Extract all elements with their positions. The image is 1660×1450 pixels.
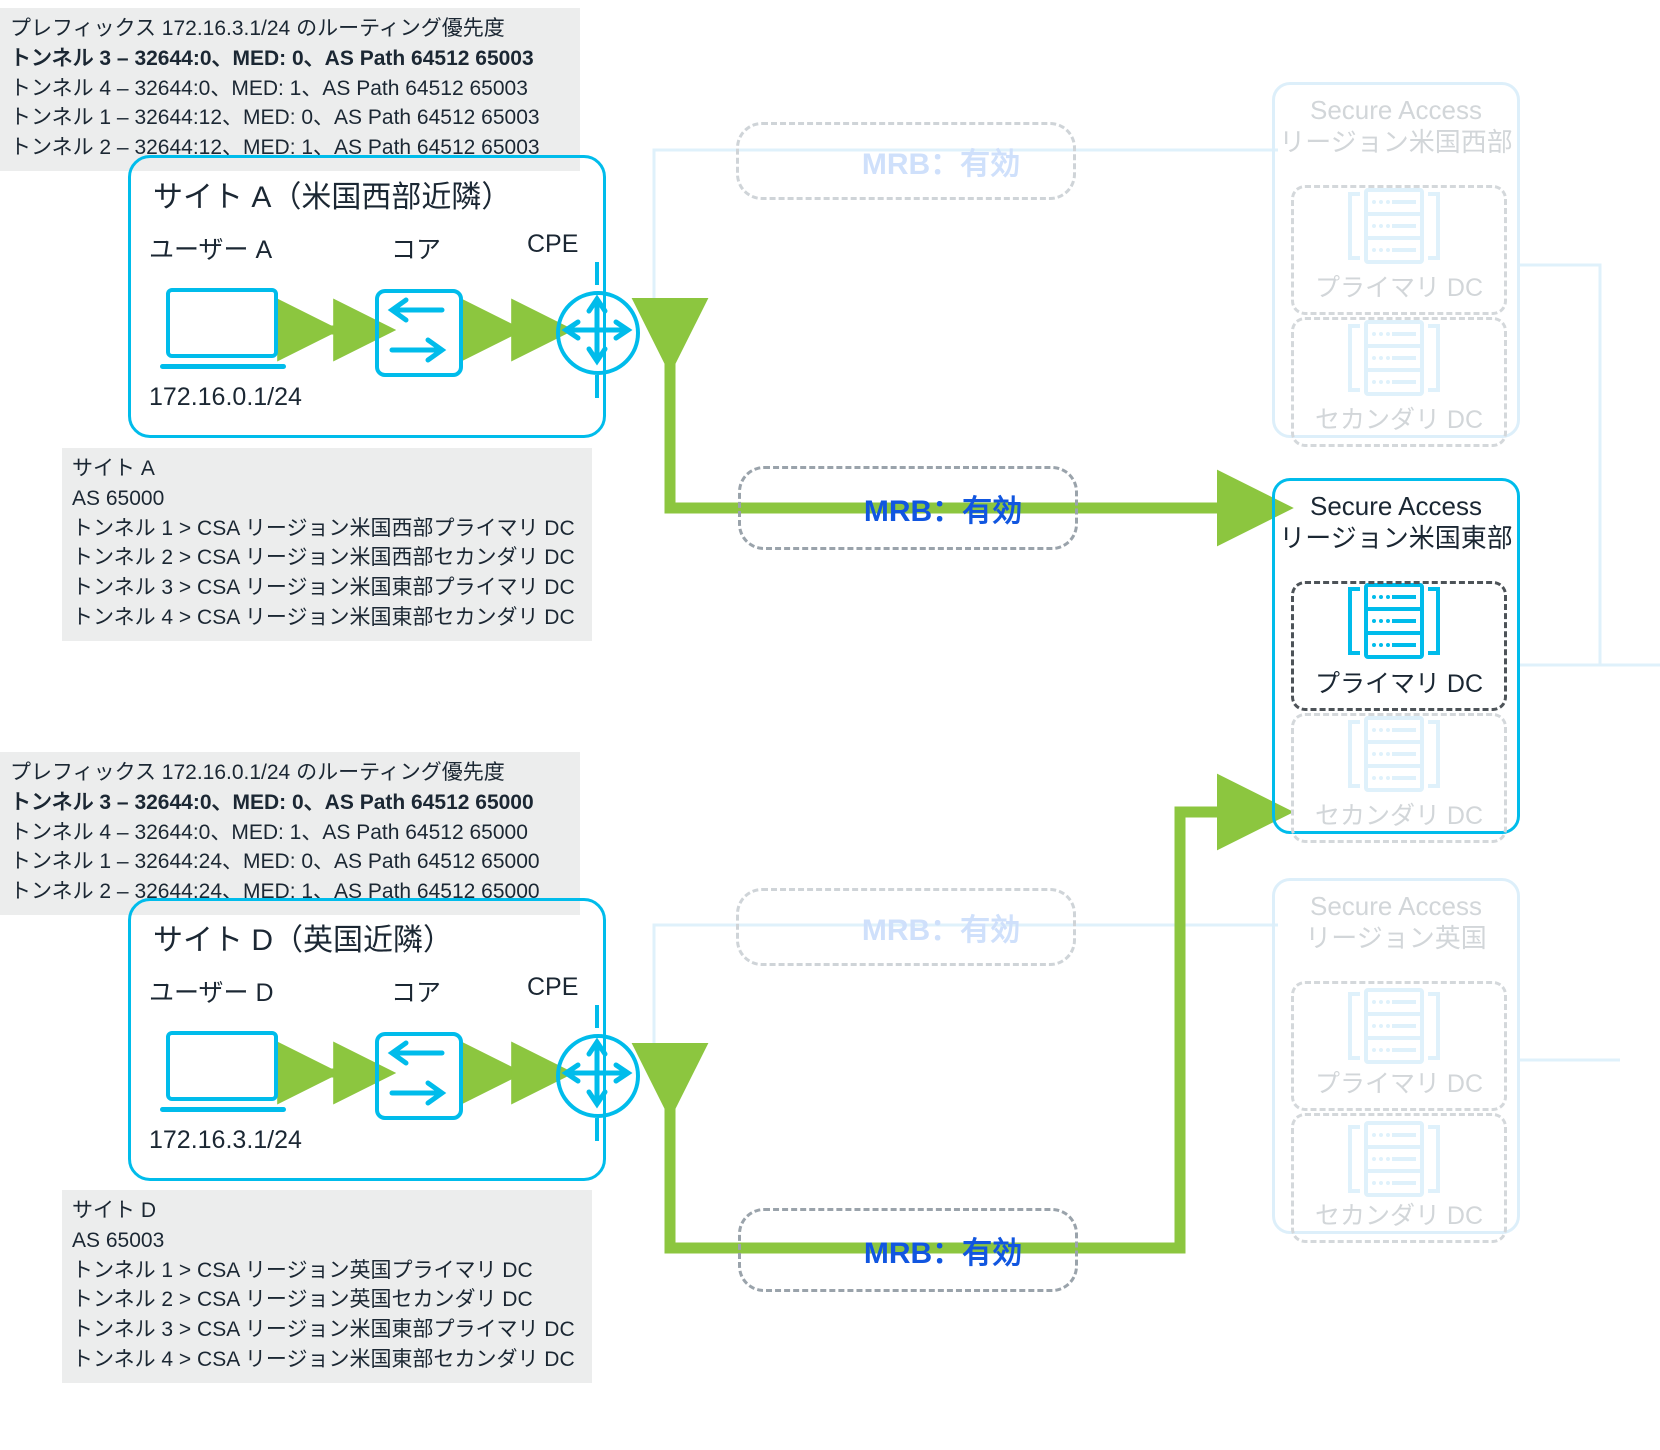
- note-line: トンネル 4 > CSA リージョン米国東部セカンダリ DC: [72, 1348, 575, 1372]
- mrb-label: MRB：有効: [861, 148, 1021, 181]
- region-us-west-title: Secure Access リージョン米国西部: [1275, 95, 1517, 158]
- note-line: トンネル 2 – 32644:24、MED: 1、AS Path 64512 6…: [10, 880, 540, 904]
- note-line: トンネル 1 > CSA リージョン英国プライマリ DC: [72, 1258, 533, 1282]
- site-a-core-label: コア: [391, 236, 442, 264]
- note-prefix-site-d: プレフィックス 172.16.0.1/24 のルーティング優先度 トンネル 3 …: [0, 752, 580, 916]
- site-d-core-label: コア: [391, 979, 442, 1007]
- site-d-subnet: 172.16.3.1/24: [149, 1126, 302, 1154]
- region-card-uk[interactable]: Secure Access リージョン英国 プライマリ DC セカンダリ DC: [1272, 878, 1520, 1243]
- dc-box-uk-secondary: セカンダリ DC: [1291, 1113, 1507, 1243]
- note-line: トンネル 3 > CSA リージョン米国東部プライマリ DC: [72, 576, 575, 600]
- note-prefix-site-a: プレフィックス 172.16.3.1/24 のルーティング優先度 トンネル 3 …: [0, 8, 580, 172]
- region-us-east-title: Secure Access リージョン米国東部: [1275, 491, 1517, 554]
- note-line: トンネル 2 > CSA リージョン米国西部セカンダリ DC: [72, 546, 575, 570]
- site-d-card[interactable]: サイト D（英国近隣） ユーザー D コア CPE 172.16.3.1/24: [128, 898, 640, 1181]
- dc-box-us-east-primary[interactable]: プライマリ DC: [1291, 581, 1507, 711]
- region-uk-title: Secure Access リージョン英国: [1275, 891, 1517, 954]
- note-header: プレフィックス 172.16.3.1/24 のルーティング優先度: [10, 17, 505, 40]
- dc-box-uk-primary: プライマリ DC: [1291, 981, 1507, 1111]
- region-title-line2: リージョン米国西部: [1279, 126, 1513, 157]
- note-line: トンネル 2 – 32644:12、MED: 1、AS Path 64512 6…: [10, 136, 540, 160]
- mrb-label: MRB：有効: [863, 1237, 1023, 1270]
- site-d-user-label: ユーザー D: [149, 979, 274, 1007]
- mrb-label: MRB：有効: [861, 914, 1021, 947]
- site-a-cpe-label: CPE: [527, 230, 579, 258]
- site-d-cpe-label: CPE: [527, 973, 579, 1001]
- laptop-screen: [166, 288, 278, 358]
- note-line: トンネル 3 – 32644:0、MED: 0、AS Path 64512 65…: [10, 46, 534, 70]
- region-title-line2: リージョン米国東部: [1279, 522, 1513, 553]
- note-line: AS 65000: [72, 486, 165, 510]
- mrb-label: MRB：有効: [863, 495, 1023, 528]
- site-a-card[interactable]: サイト A（米国西部近隣） ユーザー A コア CPE 172.16.0.1/2…: [128, 155, 640, 438]
- region-title-line1: Secure Access: [1310, 491, 1482, 521]
- active-path-site-d: [631, 773, 1294, 1254]
- note-line: トンネル 1 – 32644:24、MED: 0、AS Path 64512 6…: [10, 850, 540, 874]
- note-site-d-tunnels: サイト D AS 65003 トンネル 1 > CSA リージョン英国プライマリ…: [62, 1190, 592, 1383]
- note-line: トンネル 2 > CSA リージョン英国セカンダリ DC: [72, 1288, 533, 1312]
- dc-label: セカンダリ DC: [1314, 802, 1484, 830]
- site-a-user-label: ユーザー A: [149, 236, 273, 264]
- note-line: トンネル 1 – 32644:12、MED: 0、AS Path 64512 6…: [10, 106, 540, 130]
- site-d-title: サイト D（英国近隣）: [153, 924, 453, 957]
- dc-box-us-east-secondary: セカンダリ DC: [1291, 713, 1507, 843]
- core-switch-icon-a: [375, 289, 463, 377]
- note-line: AS 65003: [72, 1228, 165, 1252]
- region-card-us-west[interactable]: Secure Access リージョン米国西部 プライマリ DC セカンダリ D…: [1272, 82, 1520, 447]
- note-line: トンネル 4 – 32644:0、MED: 1、AS Path 64512 65…: [10, 76, 528, 100]
- note-line: トンネル 3 > CSA リージョン米国東部プライマリ DC: [72, 1318, 575, 1342]
- dc-box-us-west-secondary: セカンダリ DC: [1291, 317, 1507, 447]
- dc-label: プライマリ DC: [1314, 670, 1484, 698]
- dc-label: プライマリ DC: [1314, 1070, 1484, 1098]
- mrb-pill-site-d-east: MRB：有効: [738, 1208, 1078, 1292]
- mrb-pill-site-a-east: MRB：有効: [738, 466, 1078, 550]
- note-header: サイト D: [72, 1199, 156, 1222]
- mrb-pill-site-d-uk: MRB：有効: [736, 888, 1076, 966]
- site-a-title: サイト A（米国西部近隣）: [153, 181, 512, 214]
- dc-label: セカンダリ DC: [1314, 406, 1484, 434]
- mrb-pill-site-a-west: MRB：有効: [736, 122, 1076, 200]
- note-site-a-tunnels: サイト A AS 65000 トンネル 1 > CSA リージョン米国西部プライ…: [62, 448, 592, 641]
- note-line: トンネル 3 – 32644:0、MED: 0、AS Path 64512 65…: [10, 790, 534, 814]
- note-line: トンネル 4 > CSA リージョン米国東部セカンダリ DC: [72, 606, 575, 630]
- note-header: サイト A: [72, 457, 155, 480]
- laptop-screen: [166, 1031, 278, 1101]
- dc-box-us-west-primary: プライマリ DC: [1291, 185, 1507, 315]
- region-card-us-east[interactable]: Secure Access リージョン米国東部 プライマリ DC セカンダリ D…: [1272, 478, 1520, 843]
- dc-label: セカンダリ DC: [1314, 1202, 1484, 1230]
- note-header: プレフィックス 172.16.0.1/24 のルーティング優先度: [10, 761, 505, 784]
- region-title-line1: Secure Access: [1310, 95, 1482, 125]
- cpe-router-icon-a: [556, 291, 640, 375]
- region-title-line1: Secure Access: [1310, 891, 1482, 921]
- laptop-base: [160, 1107, 286, 1112]
- region-title-line2: リージョン英国: [1305, 922, 1487, 953]
- cpe-router-icon-d: [556, 1034, 640, 1118]
- note-line: トンネル 4 – 32644:0、MED: 1、AS Path 64512 65…: [10, 820, 528, 844]
- core-switch-icon-d: [375, 1032, 463, 1120]
- laptop-base: [160, 364, 286, 369]
- note-line: トンネル 1 > CSA リージョン米国西部プライマリ DC: [72, 516, 575, 540]
- site-a-subnet: 172.16.0.1/24: [149, 383, 302, 411]
- dc-label: プライマリ DC: [1314, 274, 1484, 302]
